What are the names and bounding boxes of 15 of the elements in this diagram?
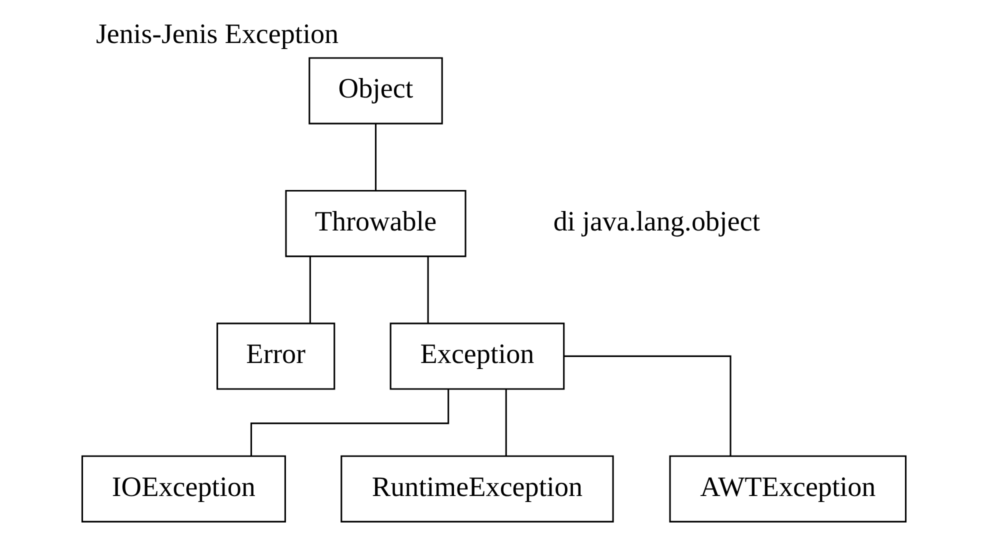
- node-box: Exception: [390, 322, 565, 390]
- node-box: Object: [308, 57, 443, 124]
- connector: [564, 355, 732, 456]
- connector: [505, 389, 507, 456]
- connector: [427, 256, 429, 324]
- node-box: RuntimeException: [340, 455, 614, 522]
- node-box: Throwable: [285, 190, 466, 258]
- connector: [250, 389, 450, 456]
- node-box: AWTException: [669, 455, 907, 522]
- connector: [309, 256, 311, 324]
- node-box: Error: [216, 322, 336, 390]
- node-label: di java.lang.object: [553, 206, 760, 238]
- connector: [374, 124, 377, 191]
- node-box: IOException: [81, 455, 286, 522]
- diagram-title: Jenis-Jenis Exception: [96, 19, 339, 50]
